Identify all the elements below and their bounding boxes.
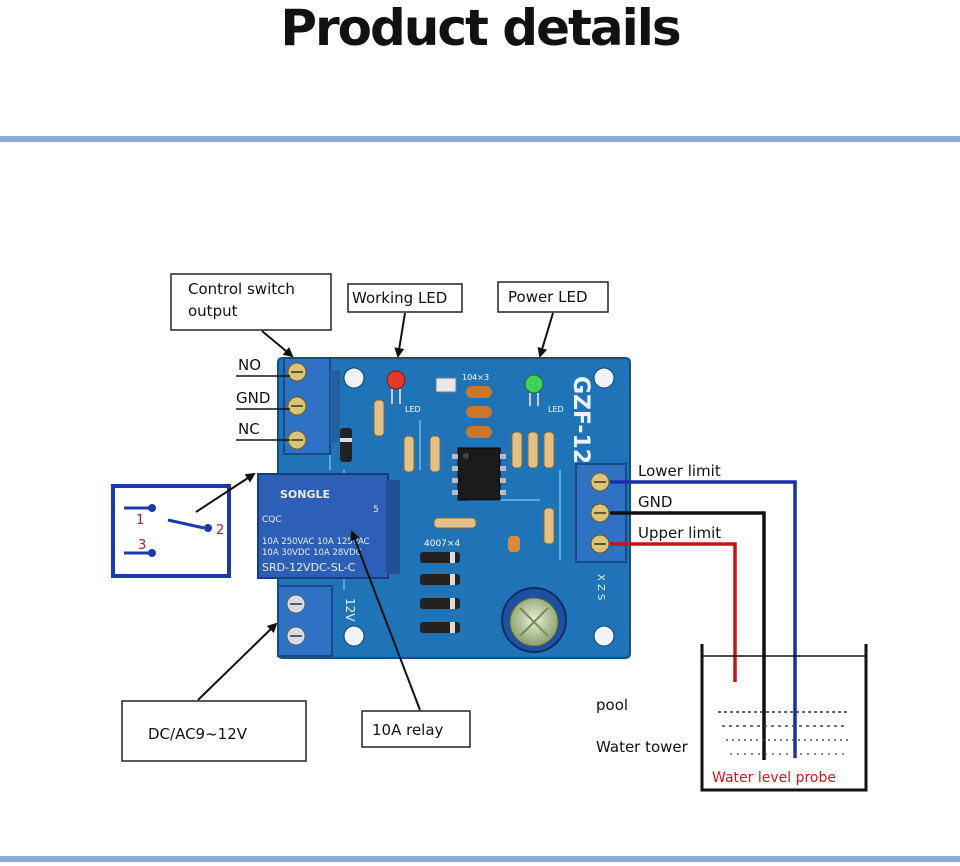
page-title: Product details [280,0,681,57]
relay-component: SONGLE CQC 5 10A 250VAC 10A 125VAC 10A 3… [257,473,400,579]
diodes: 4007×4 [340,428,460,633]
switch-pin-3: 3 [138,538,146,553]
callout-working-led: Working LED [347,283,463,358]
relay-rating-2: 10A 30VDC 10A 28VDC [262,548,362,558]
terminal-label-gnd: GND [236,389,270,407]
bottom-divider [0,856,960,862]
probe-wires: Lower limit GND Upper limit [610,462,797,760]
probe-label-upper-limit: Upper limit [638,524,721,542]
control-switch-label-1: Control switch [188,280,295,298]
power-terminal-block [277,585,333,657]
pool-label: pool [596,696,628,714]
relay-pins: 5 [373,505,379,515]
water-tower-label: Water tower [596,738,689,756]
terminal-screw-no [287,362,307,382]
terminal-label-nc: NC [238,420,260,438]
electrolytic-capacitor [501,587,567,653]
callout-control-switch: Control switch output [170,273,332,358]
switch-pin-1: 1 [136,513,144,528]
terminal-screw-gnd [287,396,307,416]
relay-terminal-labels: NO GND NC [236,356,290,441]
cap-mark: 104×3 [462,373,489,382]
relay-rating-1: 10A 250VAC 10A 125VAC [262,537,370,547]
working-led-label: Working LED [352,289,447,307]
callout-power-led: Power LED [497,281,609,358]
relay-terminal-block [283,357,340,455]
water-probe-label: Water level probe [712,770,836,786]
ceramic-capacitors: 104×3 [462,373,492,438]
top-divider [0,136,960,142]
probe-label-lower-limit: Lower limit [638,462,721,480]
relay-brand: SONGLE [280,488,330,501]
board-voltage-mark: 12V [343,598,357,622]
probe-label-gnd: GND [638,493,672,511]
power-led-label: Power LED [508,288,588,306]
switch-symbol: 1 2 3 [111,472,256,578]
small-capacitor [508,536,520,552]
water-tank: Water level probe [700,644,868,792]
relay-cert: CQC [262,515,282,525]
board-terminal-mark: X Z S [595,574,606,600]
control-switch-label-2: output [188,302,238,320]
diode-mark: 4007×4 [424,539,460,549]
led-mark-1: LED [405,405,421,414]
switch-pin-2: 2 [216,523,224,538]
resistors [373,399,555,545]
power-input-label: DC/AC9~12V [148,725,248,743]
led-mark-2: LED [548,405,564,414]
terminal-screw-nc [287,430,307,450]
callout-power-input: DC/AC9~12V [121,622,307,762]
working-led: LED [386,370,421,414]
terminal-label-no: NO [238,356,261,374]
callout-relay: 10A relay [350,530,471,748]
ic-chip [452,447,506,501]
power-led: LED [524,374,564,414]
transistor [435,377,457,393]
relay-label: 10A relay [372,721,444,739]
relay-model: SRD-12VDC-SL-C [262,561,356,574]
board-model: GZF-12 [568,376,593,464]
